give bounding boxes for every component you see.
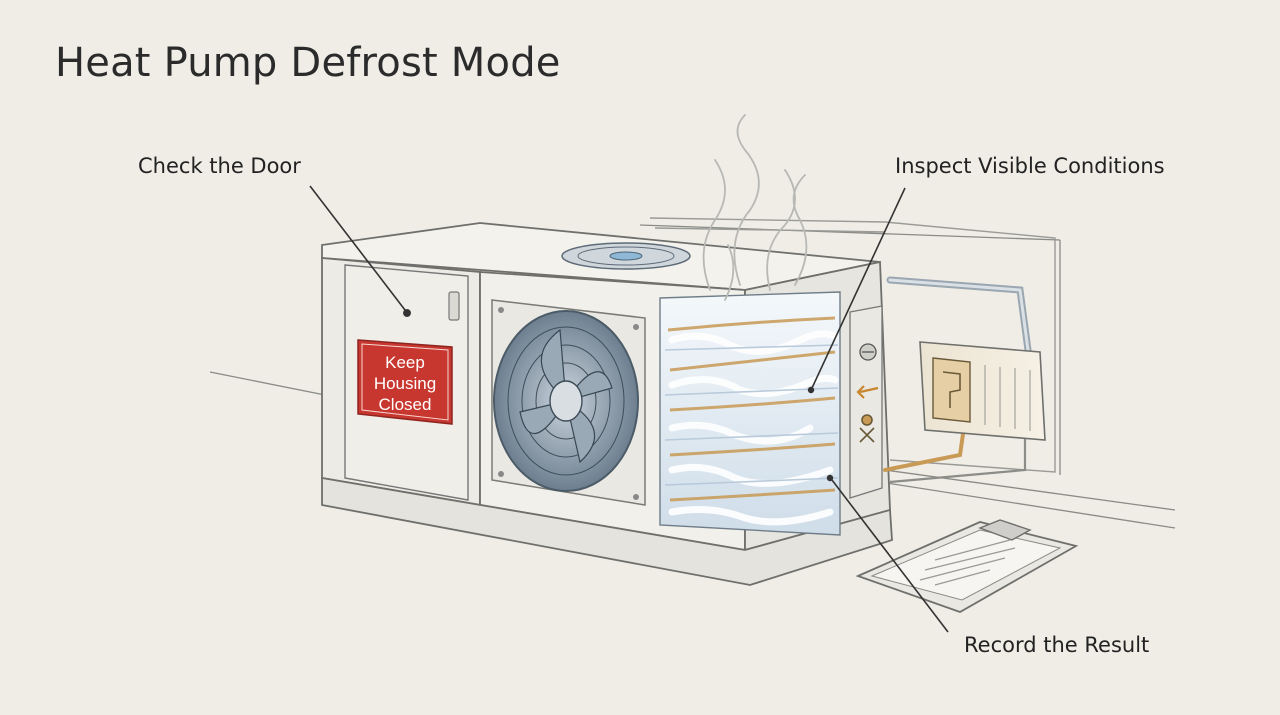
front-fan: [491, 299, 646, 506]
arrow-icon: [859, 386, 879, 394]
page-title: Heat Pump Defrost Mode: [55, 40, 561, 86]
control-strip: [849, 305, 883, 499]
warning-sign: Keep Housing Closed: [357, 339, 453, 425]
callout-inspect-conditions: Inspect Visible Conditions: [895, 154, 1165, 178]
top-fan: [561, 242, 691, 270]
disconnect-box: [919, 341, 1046, 441]
wall-panel: [649, 217, 1056, 473]
callout-record-result: Record the Result: [964, 633, 1150, 657]
clipboard-icon: [855, 519, 1079, 613]
frosted-coil: [659, 291, 841, 536]
sign-line-3: Closed: [379, 395, 432, 414]
callout-leaders: [309, 185, 949, 633]
steam-wisps: [702, 114, 808, 301]
callout-check-door: Check the Door: [138, 154, 301, 178]
fan-hub-icon: [549, 380, 583, 422]
leader-inspect: [811, 187, 906, 389]
valve-icon: [859, 414, 875, 443]
refrigerant-piping: [883, 276, 1032, 484]
door-handle: [448, 291, 460, 321]
sign-line-1: Keep: [385, 353, 425, 372]
leader-door: [309, 185, 406, 311]
sign-line-2: Housing: [374, 374, 436, 393]
leader-record: [831, 479, 949, 633]
